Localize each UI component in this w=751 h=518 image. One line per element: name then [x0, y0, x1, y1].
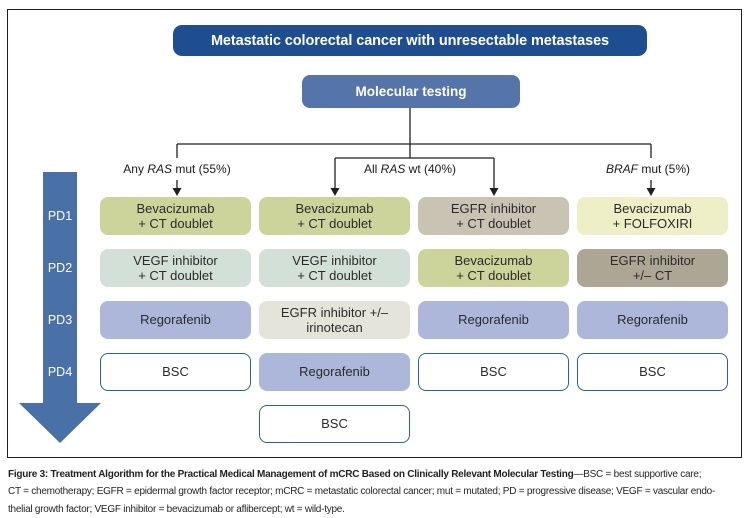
- treatment-box-text: Bevacizumab: [295, 200, 374, 216]
- treatment-box-text: BSC: [321, 416, 348, 432]
- treatment-box-pd4-col1: BSC: [100, 353, 251, 391]
- treatment-box-pd2-col2: VEGF inhibitor+ CT doublet: [259, 249, 410, 287]
- treatment-box-pd2-col3: Bevacizumab+ CT doublet: [418, 249, 569, 287]
- treatment-box-text: BSC: [639, 364, 666, 380]
- treatment-box-text: +/– CT: [632, 268, 673, 283]
- treatment-box-text: + CT doublet: [297, 268, 372, 283]
- treatment-box-text: + CT doublet: [138, 268, 213, 283]
- pd1-label: PD1: [47, 209, 73, 223]
- treatment-box-text: Regorafenib: [617, 312, 688, 328]
- molecular-testing-node: Molecular testing: [302, 75, 520, 108]
- pd4-label: PD4: [47, 365, 73, 379]
- treatment-box-pd1-col3: EGFR inhibitor+ CT doublet: [418, 197, 569, 235]
- treatment-box-text: BSC: [162, 364, 189, 380]
- treatment-box-text: VEGF inhibitor: [133, 252, 218, 268]
- treatment-box-text: Regorafenib: [140, 312, 211, 328]
- treatment-box-pd4-col2: Regorafenib: [259, 353, 410, 391]
- treatment-box-text: VEGF inhibitor: [292, 252, 377, 268]
- treatment-box-text: EGFR inhibitor: [450, 200, 537, 216]
- treatment-box-pd3-col3: Regorafenib: [418, 301, 569, 339]
- pd3-label: PD3: [47, 313, 73, 327]
- treatment-box-text: Regorafenib: [458, 312, 529, 328]
- treatment-box-pd3-col2: EGFR inhibitor +/–irinotecan: [259, 301, 410, 339]
- treatment-box-extra-col2: BSC: [259, 405, 410, 443]
- treatment-box-pd4-col3: BSC: [418, 353, 569, 391]
- caption-line-2: CT = chemotherapy; EGFR = epidermal grow…: [8, 486, 716, 498]
- treatment-box-text: + CT doublet: [138, 216, 213, 231]
- branch-label-all-ras-wt: All RAS wt (40%): [363, 162, 457, 176]
- pd2-label: PD2: [47, 261, 73, 275]
- treatment-box-text: + FOLFOXIRI: [612, 216, 693, 231]
- caption-line-3: thelial growth factor; VEGF inhibitor = …: [8, 503, 345, 515]
- treatment-box-text: Bevacizumab: [613, 200, 692, 216]
- treatment-box-text: irinotecan: [306, 320, 363, 335]
- title-banner: Metastatic colorectal cancer with unrese…: [173, 25, 647, 56]
- branch-label-any-ras-mut: Any RAS mut (55%): [123, 162, 231, 176]
- caption-line-1: Figure 3: Treatment Algorithm for the Pr…: [8, 469, 702, 480]
- treatment-box-pd2-col4: EGFR inhibitor+/– CT: [577, 249, 728, 287]
- treatment-box-text: + CT doublet: [456, 216, 531, 231]
- figure-caption: Figure 3: Treatment Algorithm for the Pr…: [8, 466, 748, 518]
- molecular-testing-label: Molecular testing: [355, 84, 467, 99]
- treatment-box-pd1-col2: Bevacizumab+ CT doublet: [259, 197, 410, 235]
- treatment-box-text: EGFR inhibitor +/–: [280, 304, 389, 320]
- treatment-box-text: + CT doublet: [297, 216, 372, 231]
- treatment-box-text: EGFR inhibitor: [609, 252, 696, 268]
- title-banner-text: Metastatic colorectal cancer with unrese…: [210, 32, 610, 49]
- treatment-box-text: + CT doublet: [456, 268, 531, 283]
- treatment-box-text: Bevacizumab: [454, 252, 533, 268]
- treatment-box-text: Regorafenib: [299, 364, 370, 380]
- treatment-box-text: Bevacizumab: [136, 200, 215, 216]
- treatment-box-text: BSC: [480, 364, 507, 380]
- treatment-box-pd3-col4: Regorafenib: [577, 301, 728, 339]
- treatment-box-pd3-col1: Regorafenib: [100, 301, 251, 339]
- treatment-box-pd1-col1: Bevacizumab+ CT doublet: [100, 197, 251, 235]
- figure-border: [7, 9, 742, 458]
- branch-label-braf-mut: BRAF mut (5%): [605, 162, 691, 176]
- treatment-box-pd1-col4: Bevacizumab+ FOLFOXIRI: [577, 197, 728, 235]
- treatment-box-pd4-col4: BSC: [577, 353, 728, 391]
- treatment-box-pd2-col1: VEGF inhibitor+ CT doublet: [100, 249, 251, 287]
